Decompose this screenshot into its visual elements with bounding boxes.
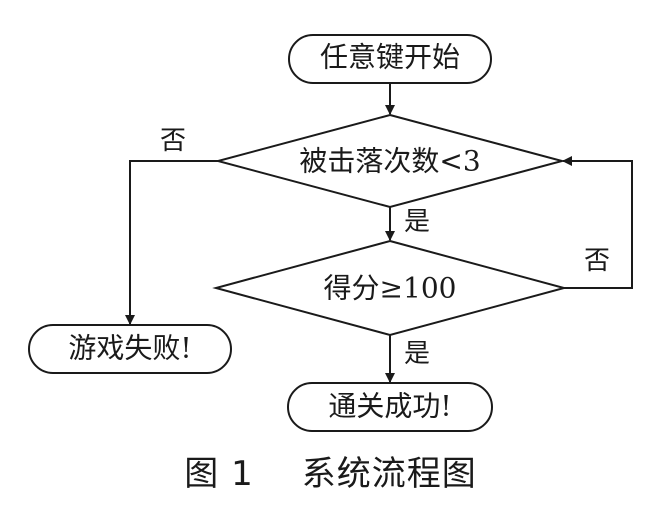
edge-score-no-label: 否 [584,246,610,276]
check-hits-label: 被击落次数<3 [299,145,480,178]
edge-score-yes-label: 是 [404,339,430,369]
game-over-node-label: 游戏失败! [68,332,191,365]
figure-title: 系统流程图 [301,454,477,494]
success-node-label: 通关成功! [328,390,451,423]
check-score-label: 得分≥100 [324,272,457,305]
figure-number: 图 1 [184,454,254,494]
edge-score-no [562,156,633,289]
success-node-shape [287,382,493,432]
edge-hits-no [125,160,218,325]
start-node-label: 任意键开始 [320,41,460,74]
figure-caption: 图 1 系统流程图 [0,446,661,495]
game-over-node-shape [28,324,232,374]
edge-hits-yes-label: 是 [404,207,430,237]
edge-hits-no-label: 否 [160,126,186,156]
